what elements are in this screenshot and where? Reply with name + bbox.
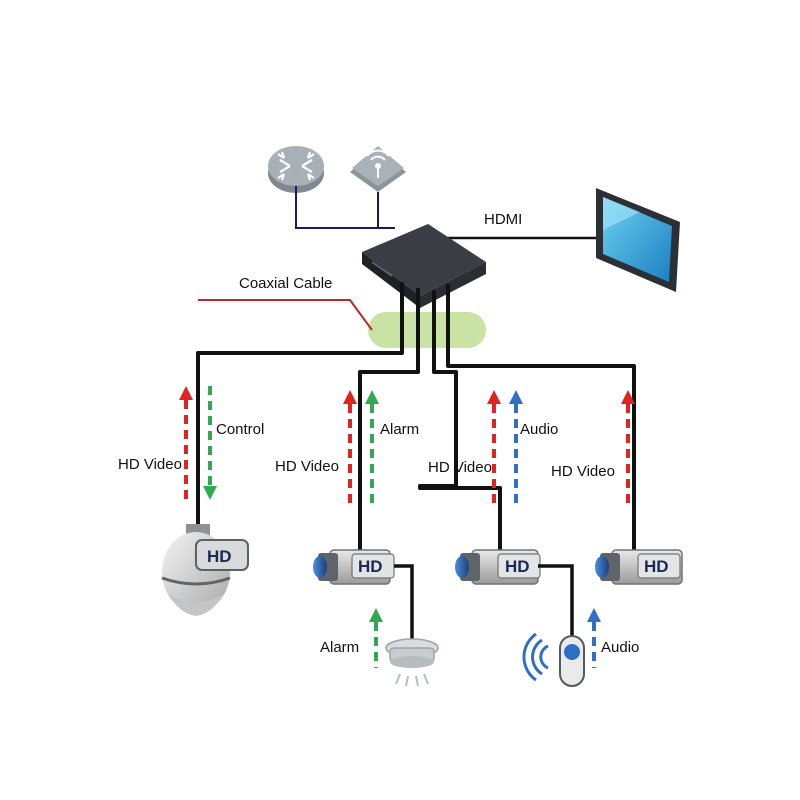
alarm-up-arrow <box>369 608 383 668</box>
coaxial-cable-pointer <box>198 299 373 331</box>
hd-video-label-4: HD Video <box>551 463 615 480</box>
alarm-label-1: Alarm <box>380 421 419 438</box>
alarm-up-arrow <box>365 390 379 504</box>
ptz-dome-camera-icon <box>161 524 249 616</box>
audio-label-1: Audio <box>520 421 558 438</box>
bullet-camera-icon <box>455 549 541 585</box>
cable-to-camera-4 <box>446 284 636 552</box>
alarm-sensor-cable <box>394 564 414 640</box>
monitor-icon <box>596 188 680 292</box>
control-down-arrow <box>203 386 217 500</box>
hd-video-up-arrow <box>179 386 193 504</box>
microphone-cable <box>538 564 574 640</box>
hd-video-up-arrow <box>487 390 501 504</box>
hd-badge-camera-3: HD <box>505 557 530 576</box>
cable-to-camera-2 <box>358 288 420 552</box>
hd-video-up-arrow <box>621 390 635 504</box>
audio-label-2: Audio <box>601 639 639 656</box>
hd-video-up-arrow <box>343 390 357 504</box>
audio-up-arrow <box>509 390 523 504</box>
hd-badge-camera-4: HD <box>644 557 669 576</box>
smoke-detector-icon <box>385 638 439 687</box>
coaxial-cable-label: Coaxial Cable <box>239 275 332 292</box>
router-icon <box>268 146 324 193</box>
hd-video-label-3: HD Video <box>428 459 492 476</box>
microphone-icon <box>522 632 585 687</box>
hd-video-label-2: HD Video <box>275 458 339 475</box>
dvr-recorder-icon <box>362 224 486 308</box>
wireless-access-point-icon <box>350 146 406 192</box>
router-uplink <box>295 186 395 229</box>
bullet-camera-icon <box>313 549 395 585</box>
hd-badge-dome: HD <box>207 547 232 566</box>
hdmi-label: HDMI <box>484 211 522 228</box>
bullet-camera-icon <box>595 549 683 585</box>
coaxial-cable-bundle <box>368 312 486 348</box>
alarm-label-2: Alarm <box>320 639 359 656</box>
hd-badge-camera-2: HD <box>358 557 383 576</box>
hd-video-label-1: HD Video <box>118 456 182 473</box>
control-label: Control <box>216 421 264 438</box>
audio-up-arrow <box>587 608 601 668</box>
cable-to-dome <box>196 282 404 524</box>
cable-to-camera-3 <box>418 290 502 552</box>
coax-cables <box>196 282 636 552</box>
